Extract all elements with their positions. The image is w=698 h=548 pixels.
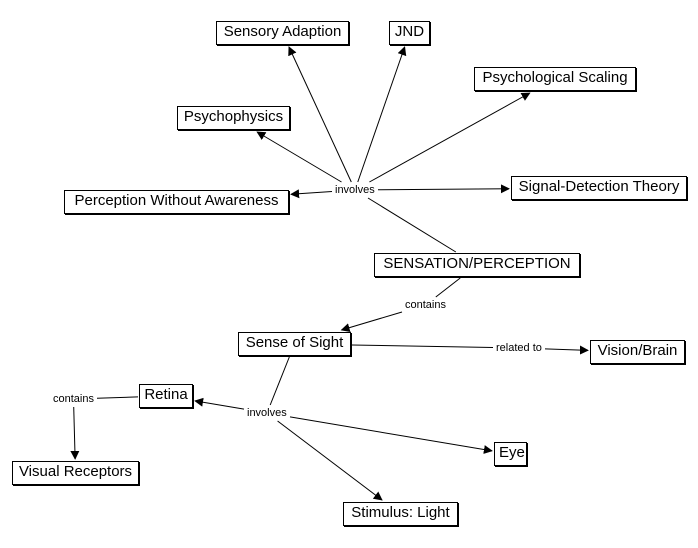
- arrow-lp-involves-2-to-stimulus-light: [277, 420, 383, 501]
- connection-lines: [70, 46, 589, 501]
- concept-node-sense-of-sight[interactable]: Sense of Sight: [238, 332, 351, 356]
- connector-sensation-perception-to-lp-contains-1: [435, 277, 461, 298]
- concept-node-psychophysics[interactable]: Psychophysics: [177, 106, 290, 130]
- arrow-lp-involves-2-to-retina: [194, 397, 245, 410]
- connector-sense-of-sight-to-lp-related-to: [351, 344, 494, 349]
- link-phrase-involves[interactable]: involves: [333, 183, 377, 197]
- connector-sensation-perception-to-lp-involves-1: [367, 197, 457, 253]
- link-phrase-contains[interactable]: contains: [51, 392, 96, 406]
- arrow-lp-involves-1-to-signal-detection-theory: [377, 184, 510, 194]
- concept-node-visual-receptors[interactable]: Visual Receptors: [12, 461, 139, 485]
- arrow-lp-involves-1-to-psychophysics: [256, 131, 342, 183]
- arrow-lp-involves-1-to-jnd: [357, 46, 407, 183]
- arrow-lp-contains-2-to-visual-receptors: [70, 406, 80, 460]
- concept-node-perception-without-awareness[interactable]: Perception Without Awareness: [64, 190, 289, 214]
- concept-node-retina[interactable]: Retina: [139, 384, 193, 408]
- concept-node-eye[interactable]: Eye: [494, 442, 527, 466]
- link-phrase-contains[interactable]: contains: [403, 298, 448, 312]
- arrow-lp-related-to-to-vision-brain: [544, 345, 589, 355]
- arrow-lp-involves-2-to-eye: [289, 416, 493, 454]
- arrow-lp-contains-1-to-sense-of-sight: [340, 311, 403, 333]
- concept-node-sensory-adaption[interactable]: Sensory Adaption: [216, 21, 349, 45]
- link-phrase-related-to[interactable]: related to: [494, 341, 544, 355]
- link-phrase-involves[interactable]: involves: [245, 406, 289, 420]
- concept-node-jnd[interactable]: JND: [389, 21, 430, 45]
- concept-node-vision-brain[interactable]: Vision/Brain: [590, 340, 685, 364]
- arrow-lp-involves-1-to-sensory-adaption: [288, 46, 352, 183]
- concept-node-stimulus-light[interactable]: Stimulus: Light: [343, 502, 458, 526]
- concept-node-sensation-perception[interactable]: SENSATION/PERCEPTION: [374, 253, 580, 277]
- arrow-lp-involves-1-to-perception-without-awareness: [290, 189, 333, 199]
- concept-node-signal-detection-theory[interactable]: Signal-Detection Theory: [511, 176, 687, 200]
- arrow-lp-involves-1-to-psychological-scaling: [369, 92, 531, 183]
- connector-retina-to-lp-contains-2: [96, 396, 139, 399]
- concept-node-psychological-scaling[interactable]: Psychological Scaling: [474, 67, 636, 91]
- connector-sense-of-sight-to-lp-involves-2: [269, 356, 290, 406]
